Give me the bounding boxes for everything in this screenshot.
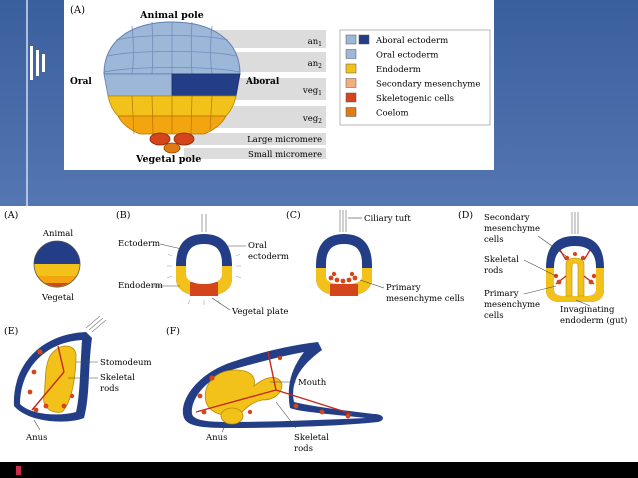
tier-label-an2: an2	[308, 59, 323, 70]
legend-label: Secondary mesenchyme	[376, 80, 480, 90]
secondary-mesenchyme-label-1: Secondary	[484, 213, 530, 223]
legend-swatch	[345, 63, 357, 74]
legend-frame	[339, 29, 491, 126]
skeletal-rods-e-label-2: rods	[100, 384, 119, 394]
legend-swatch	[358, 34, 370, 45]
mouth-label: Mouth	[298, 378, 327, 388]
tier-band-veg1	[214, 78, 326, 100]
embryo-sphere	[103, 21, 241, 154]
secondary-mesenchyme-label-2: mesenchyme	[484, 224, 540, 234]
primary-mesenchyme-d-label-1: Primary	[484, 289, 519, 299]
ciliary-tuft-label: Ciliary tuft	[364, 214, 411, 224]
oral-label: Oral	[70, 77, 92, 87]
vegetal-plate-label: Vegetal plate	[231, 307, 288, 317]
panel-letter-top: (A)	[70, 5, 85, 16]
panel-letter-c: (C)	[286, 210, 301, 221]
panel-letter-f: (F)	[166, 326, 180, 337]
vertical-lines-icon	[30, 46, 45, 80]
prism-larva	[13, 315, 107, 422]
embryo-fate-map-figure: (A) Animal pole	[64, 0, 494, 170]
gastrula-embryo	[546, 212, 604, 302]
slide-left-rule	[26, 0, 28, 210]
legend-swatch	[345, 34, 357, 45]
vegetal-label: Vegetal	[41, 293, 74, 303]
blastula-sphere	[33, 240, 81, 288]
legend-label: Endoderm	[376, 65, 421, 75]
animal-pole-label: Animal pole	[139, 10, 204, 21]
tier-label-veg1: veg1	[302, 86, 322, 97]
ciliary-tuft-embryo	[316, 210, 372, 296]
oral-ectoderm-label-1: Oral	[248, 241, 267, 251]
primary-mesenchyme-label-1: Primary	[386, 283, 421, 293]
larval-development-figure: (A) Animal Vegetal (B) Ectoderm Oral ect…	[0, 206, 638, 462]
anus-e-label: Anus	[25, 433, 47, 443]
legend-label: Oral ectoderm	[376, 51, 438, 61]
slide-bottom-bar	[0, 462, 638, 478]
legend-swatch	[345, 107, 357, 117]
panel-letter-d: (D)	[458, 210, 473, 221]
primary-mesenchyme-d-label-3: cells	[484, 311, 504, 321]
invaginating-endoderm-label-2: endoderm (gut)	[560, 315, 627, 326]
invaginating-endoderm-label-1: Invaginating	[560, 305, 615, 315]
legend-swatch	[345, 78, 357, 88]
band-small-micromere	[184, 148, 326, 159]
skeletal-rods-label-1: Skeletal	[484, 255, 519, 265]
panel-letter-e: (E)	[4, 326, 18, 337]
tier-band-veg2	[214, 106, 326, 128]
tier-band-an2	[214, 52, 326, 72]
aboral-label: Aboral	[245, 77, 280, 87]
legend-swatch	[345, 49, 357, 59]
tier-label-veg2: veg2	[302, 114, 322, 125]
vegetal-pole-label: Vegetal pole	[135, 154, 201, 165]
skeletal-rods-f-label-2: rods	[294, 444, 313, 454]
stomodeum-label: Stomodeum	[100, 358, 152, 368]
animal-label: Animal	[42, 229, 73, 239]
primary-mesenchyme-label-2: mesenchyme cells	[386, 294, 464, 304]
pluteus-larva	[182, 342, 383, 428]
primary-mesenchyme-d-label-2: mesenchyme	[484, 300, 540, 310]
blastula-cross-section	[166, 214, 242, 305]
secondary-mesenchyme-label-3: cells	[484, 235, 504, 245]
legend-label: Aboral ectoderm	[375, 36, 448, 46]
panel-letter-b: (B)	[116, 210, 130, 221]
legend-swatch	[345, 92, 357, 103]
skeletal-rods-label-2: rods	[484, 266, 503, 276]
tier-label-an1: an1	[308, 37, 322, 48]
skeletal-rods-f-label-1: Skeletal	[294, 433, 329, 443]
ectoderm-label: Ectoderm	[118, 239, 160, 249]
panel-letter-a: (A)	[4, 210, 18, 221]
oral-ectoderm-label-2: ectoderm	[248, 252, 289, 262]
legend-label: Skeletogenic cells	[376, 94, 454, 104]
skeletal-rods-e-label-1: Skeletal	[100, 373, 135, 383]
band-large-micromere	[184, 133, 326, 145]
large-micromere-label: Large micromere	[247, 135, 322, 145]
anus-f-label: Anus	[205, 433, 227, 443]
tier-band-an1	[214, 30, 326, 48]
legend-label: Coelom	[376, 109, 409, 119]
slide-bullet-marker	[16, 466, 21, 475]
endoderm-label: Endoderm	[118, 281, 163, 291]
small-micromere-label: Small micromere	[248, 150, 322, 160]
